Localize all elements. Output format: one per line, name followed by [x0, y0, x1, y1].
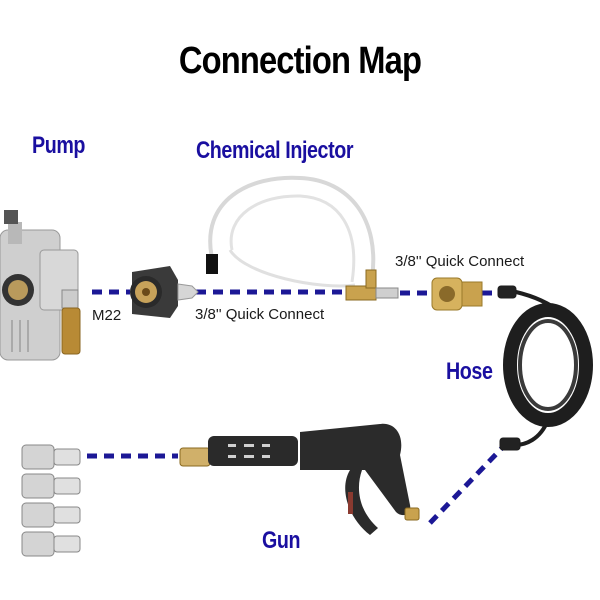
nozzle-tip	[21, 531, 81, 557]
pump-image	[0, 210, 81, 361]
nozzle-tips-image	[21, 444, 81, 557]
spray-gun-image	[179, 423, 420, 535]
chemical-injector-image	[206, 175, 399, 301]
nozzle-tip	[21, 444, 81, 470]
chemical-injector-label: Chemical Injector	[196, 137, 354, 164]
hose-image	[497, 285, 593, 451]
quick-connect-label-1: 3/8'' Quick Connect	[195, 306, 325, 323]
quick-connect-coupler-image	[431, 277, 483, 311]
nozzle-tip	[21, 473, 81, 499]
pump-label: Pump	[32, 132, 86, 159]
diagram-title: Connection Map	[178, 40, 422, 82]
nozzle-tip	[21, 502, 81, 528]
gun-label: Gun	[262, 527, 301, 554]
m22-connector-label: M22	[92, 307, 122, 324]
dash-line-gun-to-hose	[428, 446, 504, 525]
hose-label: Hose	[446, 358, 493, 385]
m22-coupler-image	[130, 266, 199, 318]
quick-connect-label-2: 3/8'' Quick Connect	[395, 253, 525, 270]
